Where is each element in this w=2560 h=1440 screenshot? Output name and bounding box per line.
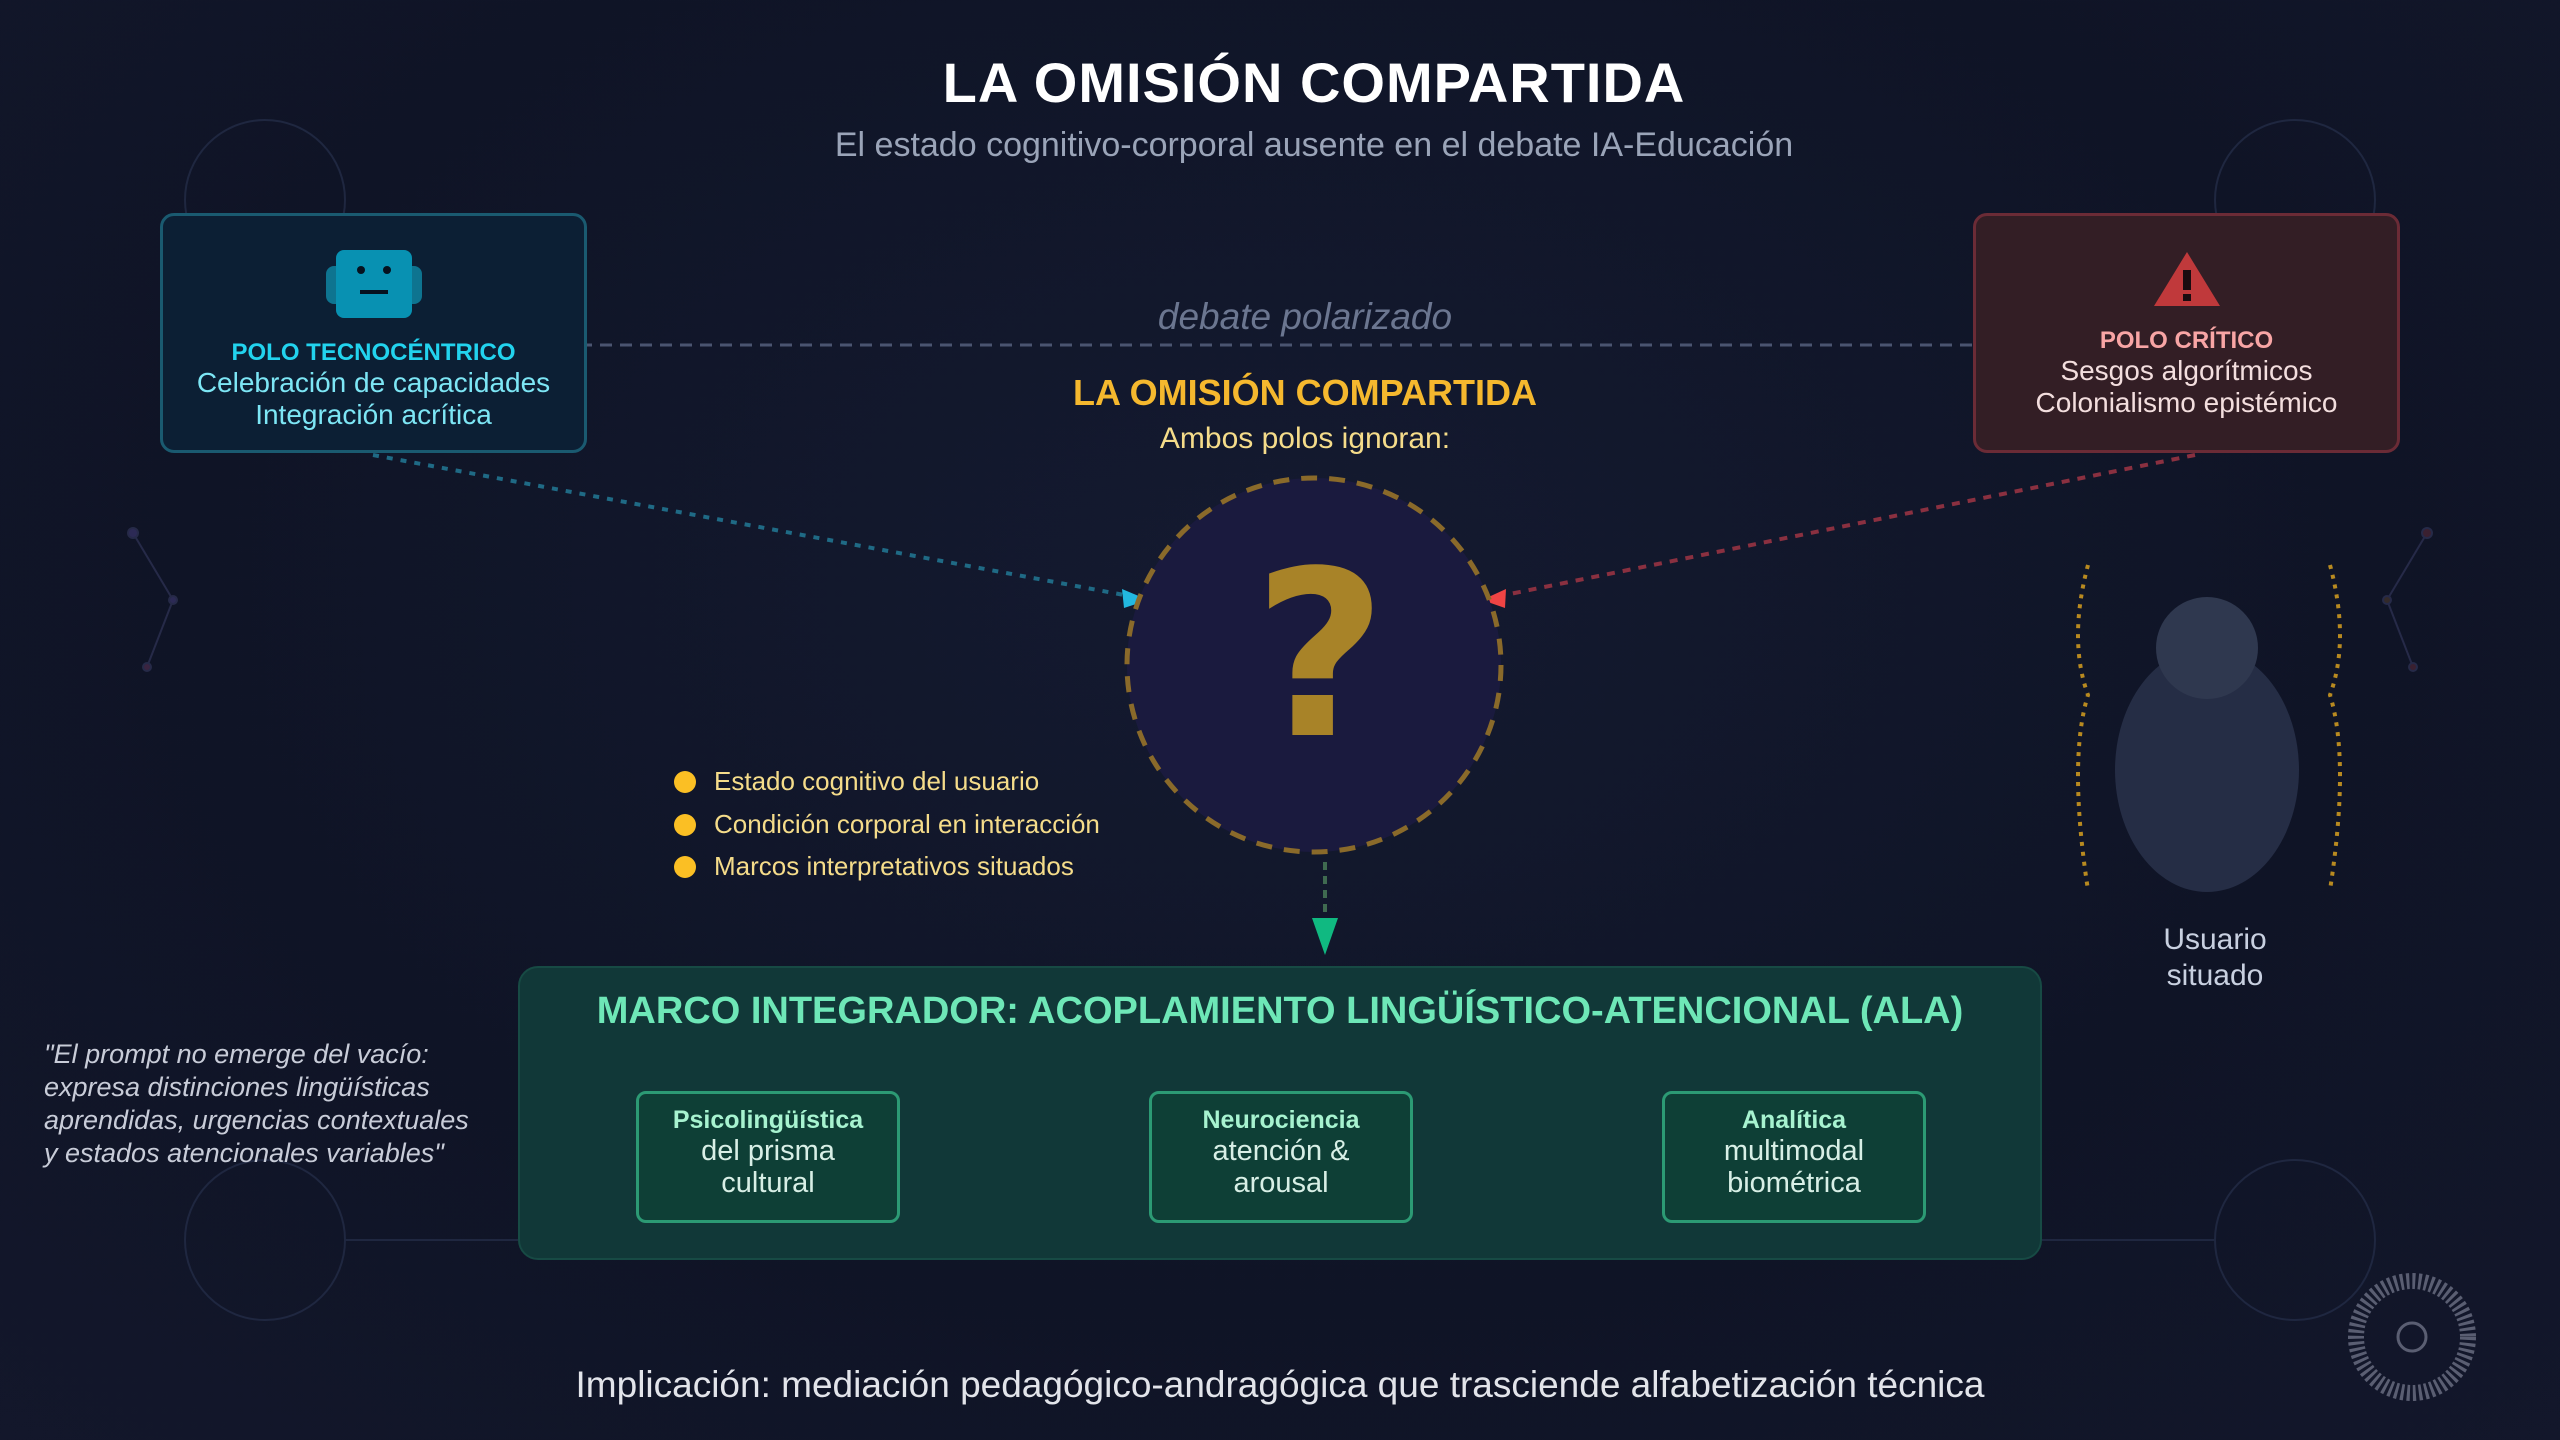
- page-subtitle: El estado cognitivo-corporal ausente en …: [834, 126, 1794, 164]
- warning-icon: [2153, 252, 2220, 306]
- down-arrowhead: [1312, 918, 1338, 955]
- component-heading: Analítica: [1741, 1106, 1847, 1134]
- decorative-network: [127, 527, 2433, 672]
- tech-pole-title: POLO TECNOCÉNTRICO: [231, 339, 516, 366]
- logo-seal-icon: [2348, 1273, 2476, 1401]
- quote-line: "El prompt no emerge del vacío:: [44, 1039, 429, 1069]
- omission-text: Condición corporal en interacción: [714, 809, 1100, 839]
- framework-component: Analítica multimodal biométrica: [1662, 1091, 1926, 1223]
- tech-arrowhead: [1122, 589, 1148, 608]
- robot-icon: [325, 250, 422, 318]
- critical-pole-card: POLO CRÍTICO Sesgos algorítmicos Colonia…: [1973, 213, 2400, 453]
- tech-pole-line: Celebración de capacidades: [196, 367, 551, 398]
- page-title: LA OMISIÓN COMPARTIDA: [942, 51, 1686, 114]
- quote-line: expresa distinciones lingüísticas: [44, 1072, 430, 1102]
- critical-pole-line: Colonialismo epistémico: [2035, 387, 2338, 418]
- tech-pole-line: Integración acrítica: [255, 399, 492, 430]
- user-body-icon: [2115, 648, 2299, 892]
- component-line: biométrica: [1727, 1167, 1861, 1199]
- critical-pole-title: POLO CRÍTICO: [2099, 327, 2274, 354]
- user-head-icon: [2156, 597, 2258, 699]
- user-label-line: situado: [2166, 959, 2264, 992]
- right-bracket-icon: [2327, 564, 2342, 891]
- component-line: cultural: [721, 1167, 815, 1199]
- component-heading: Neurociencia: [1202, 1106, 1360, 1134]
- component-line: arousal: [1233, 1167, 1329, 1199]
- left-bracket-icon: [2076, 564, 2091, 891]
- omission-circle: [1124, 475, 1504, 855]
- quote-line: y estados atencionales variables": [44, 1138, 444, 1168]
- component-line: del prisma: [701, 1135, 835, 1167]
- component-line: multimodal: [1723, 1135, 1865, 1167]
- user-label: Usuario situado: [2115, 922, 2315, 994]
- debate-label: debate polarizado: [1157, 296, 1453, 337]
- bullet-dot-icon: [674, 855, 696, 878]
- omission-item: Estado cognitivo del usuario: [674, 766, 1039, 797]
- critical-arrowhead: [1482, 589, 1506, 608]
- bullet-dot-icon: [674, 770, 696, 793]
- tech-connector: [372, 453, 1136, 599]
- framework-component: Psicolingüística del prisma cultural: [636, 1091, 900, 1223]
- component-heading: Psicolingüística: [672, 1106, 864, 1134]
- omission-text: Estado cognitivo del usuario: [714, 766, 1040, 796]
- framework-title: MARCO INTEGRADOR: ACOPLAMIENTO LINGÜÍSTI…: [596, 990, 1964, 1032]
- implication-text: Implicación: mediación pedagógico-andrag…: [575, 1364, 1985, 1405]
- omission-subtitle: Ambos polos ignoran:: [1159, 422, 1451, 455]
- omission-item: Marcos interpretativos situados: [674, 851, 1074, 882]
- bullet-dot-icon: [674, 813, 696, 836]
- question-mark-icon: ?: [1253, 523, 1386, 790]
- quote-line: aprendidas, urgencias contextuales: [44, 1105, 469, 1135]
- omission-item: Condición corporal en interacción: [674, 809, 1100, 840]
- user-label-line: Usuario: [2163, 923, 2267, 956]
- critical-connector: [1494, 453, 2196, 599]
- quote: "El prompt no emerge del vacío: expresa …: [44, 1038, 469, 1170]
- omission-text: Marcos interpretativos situados: [714, 851, 1074, 881]
- user-figure: [2076, 564, 2342, 892]
- omission-title: LA OMISIÓN COMPARTIDA: [1073, 372, 1537, 413]
- framework-component: Neurociencia atención & arousal: [1149, 1091, 1413, 1223]
- critical-pole-line: Sesgos algorítmicos: [2060, 355, 2313, 386]
- component-line: atención &: [1212, 1135, 1350, 1167]
- tech-pole-card: POLO TECNOCÉNTRICO Celebración de capaci…: [160, 213, 587, 453]
